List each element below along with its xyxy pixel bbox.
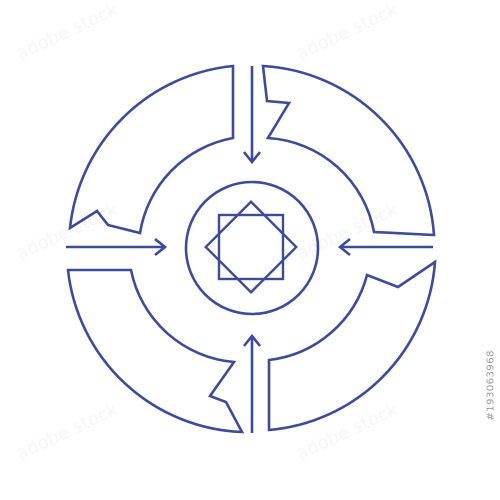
arrow-right <box>337 237 433 257</box>
cycle-segment-bottom-right <box>267 259 437 432</box>
svg-text:adobe stock: adobe stock <box>13 0 122 65</box>
cycle-segment-top-left <box>68 64 235 235</box>
arrow-left <box>66 237 168 257</box>
star-square-axis <box>217 213 285 281</box>
cycle-segment-top-right <box>261 64 436 237</box>
svg-text:adobe stock: adobe stock <box>293 399 402 465</box>
center-ring <box>184 180 320 316</box>
eight-pointed-star-icon <box>204 200 298 294</box>
cycle-segment-bottom-left <box>66 268 245 434</box>
arrow-top <box>242 66 262 165</box>
star-square-rotated <box>204 200 298 294</box>
arrow-bottom <box>242 333 262 433</box>
stock-id-watermark: #193063968 <box>486 350 497 421</box>
svg-text:adobe stock: adobe stock <box>13 399 122 465</box>
svg-text:adobe stock: adobe stock <box>293 0 402 65</box>
svg-text:adobe stock: adobe stock <box>13 199 122 265</box>
